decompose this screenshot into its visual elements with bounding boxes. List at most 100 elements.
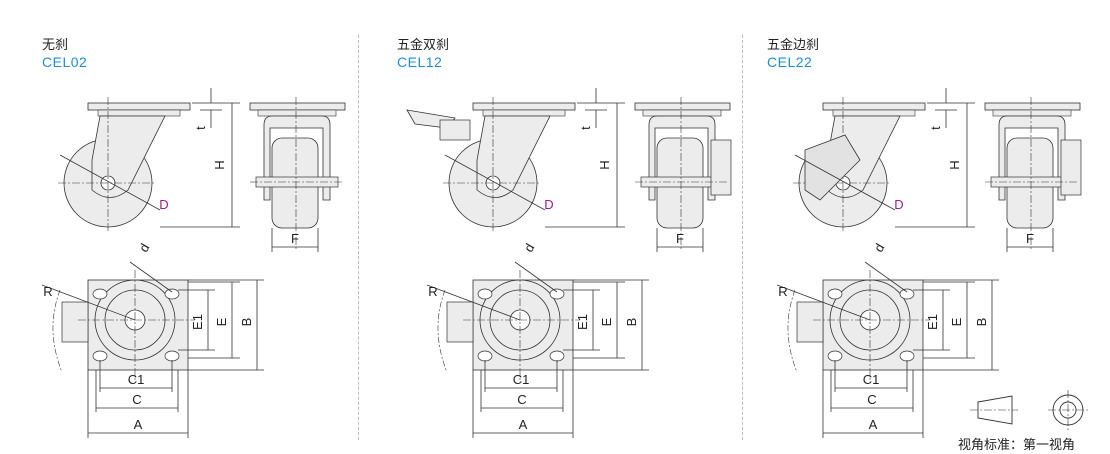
top-plate <box>249 102 346 111</box>
swivel-bearing <box>482 109 566 117</box>
label-H: H <box>947 160 962 169</box>
swivel-radius-arc <box>52 289 63 373</box>
label-A: A <box>869 417 878 432</box>
first-angle-projection-symbol <box>970 390 1088 430</box>
label-E1: E1 <box>925 314 940 330</box>
label-B: B <box>239 318 254 327</box>
top-plate <box>634 102 731 111</box>
dim-d <box>864 261 908 293</box>
label-B: B <box>974 318 989 327</box>
wheel-protrusion <box>446 301 474 343</box>
label-D: D <box>159 197 168 212</box>
bolt-hole <box>899 288 915 300</box>
brake-housing <box>710 139 732 196</box>
diameter-line <box>59 154 161 211</box>
label-C: C <box>867 392 876 407</box>
label-D: D <box>894 197 903 212</box>
label-F: F <box>676 231 684 246</box>
top-plate <box>984 102 1081 111</box>
bolt-hole <box>827 288 843 300</box>
bolt-hole <box>477 288 493 300</box>
side-view: D Ht <box>406 88 625 232</box>
panel-2-title: 五金双刹 <box>397 37 450 52</box>
fork <box>648 115 716 201</box>
label-R: R <box>43 284 52 299</box>
top-plate <box>822 102 926 111</box>
label-E1: E1 <box>575 314 590 330</box>
front-view: F <box>249 97 346 252</box>
label-d: d <box>136 241 153 255</box>
side-view: D Ht <box>58 88 240 232</box>
side-view: D Ht <box>793 88 975 232</box>
label-d: d <box>871 241 888 255</box>
dim-R <box>41 284 136 321</box>
label-C1: C1 <box>863 372 880 387</box>
label-D: D <box>544 197 553 212</box>
bolt-hole <box>549 350 565 362</box>
label-d: d <box>521 241 538 255</box>
label-R: R <box>778 284 787 299</box>
bolt-hole <box>92 350 108 362</box>
fork <box>998 115 1066 201</box>
bolt-hole <box>899 350 915 362</box>
swivel-bearing <box>97 109 181 117</box>
panel-2-code: CEL12 <box>397 54 443 70</box>
bolt-hole <box>827 350 843 362</box>
bolt-hole <box>164 350 180 362</box>
panel-1-code: CEL02 <box>42 54 88 70</box>
label-R: R <box>428 284 437 299</box>
projection-legend: 视角标准：第一视角 <box>958 437 1076 452</box>
label-E: E <box>214 317 229 326</box>
label-t: t <box>193 126 208 130</box>
label-t: t <box>928 126 943 130</box>
label-F: F <box>1026 231 1034 246</box>
swivel-bearing <box>642 109 722 117</box>
top-plate <box>87 102 191 111</box>
front-view: F <box>984 97 1082 252</box>
bolt-hole <box>477 350 493 362</box>
separator-1 <box>358 35 359 440</box>
label-C: C <box>517 392 526 407</box>
swivel-bearing <box>257 109 337 117</box>
wheel-protrusion <box>61 301 89 343</box>
label-B: B <box>624 318 639 327</box>
label-C1: C1 <box>513 372 530 387</box>
diameter-line <box>444 154 546 211</box>
label-F: F <box>291 231 299 246</box>
panel-3-title: 五金边刹 <box>767 37 820 52</box>
separator-2 <box>742 35 743 440</box>
swivel-radius-arc <box>787 289 798 373</box>
panel-1-title: 无刹 <box>42 37 69 52</box>
brake-mechanism <box>439 119 471 141</box>
bolt-hole <box>164 288 180 300</box>
swivel-radius-arc <box>437 289 448 373</box>
dim-d <box>514 261 558 293</box>
bolt-hole <box>92 288 108 300</box>
frustum-side-view <box>977 395 1013 425</box>
brake-housing <box>1060 139 1082 196</box>
wheel-protrusion <box>796 301 824 343</box>
diameter-line <box>794 154 896 211</box>
label-C1: C1 <box>128 372 145 387</box>
label-E1: E1 <box>190 314 205 330</box>
bolt-hole <box>549 288 565 300</box>
label-C: C <box>132 392 141 407</box>
label-t: t <box>578 126 593 130</box>
label-E: E <box>599 317 614 326</box>
swivel-bearing <box>992 109 1072 117</box>
label-A: A <box>519 417 528 432</box>
dim-R <box>426 284 521 321</box>
dim-R <box>776 284 871 321</box>
top-plate <box>472 102 576 111</box>
label-A: A <box>134 417 143 432</box>
swivel-bearing <box>832 109 916 117</box>
label-H: H <box>597 160 612 169</box>
label-H: H <box>212 160 227 169</box>
